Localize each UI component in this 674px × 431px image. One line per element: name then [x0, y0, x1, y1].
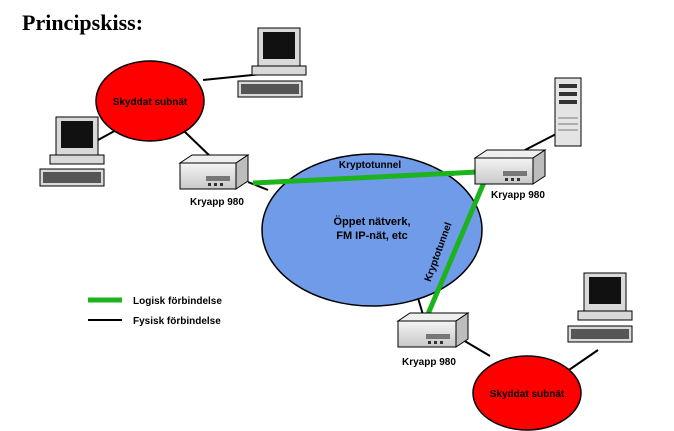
desktop-computer-icon	[567, 272, 633, 343]
bottom-protected-subnet-label: Skyddat subnät	[490, 389, 565, 400]
server-tower-icon	[554, 77, 582, 147]
legend: Logisk förbindelse Fysisk förbindelse	[88, 296, 222, 327]
open-network-label-line2: FM IP-nät, etc	[336, 230, 408, 242]
crypto-tunnel-horizontal-label: Kryptotunnel	[339, 160, 401, 171]
diagram-title: Principskiss:	[22, 10, 143, 35]
desktop-computer-icon	[39, 116, 105, 187]
top-protected-subnet-label: Skyddat subnät	[113, 97, 188, 108]
crypto-tunnel-horizontal	[252, 169, 479, 186]
kryapp-right-label: Kryapp 980	[491, 190, 545, 201]
link-bottom-subnet-to-pc	[565, 349, 599, 373]
open-network-ellipse	[261, 153, 483, 307]
crypto-tunnel-diagonal	[425, 179, 488, 315]
kryapp-left-label: Kryapp 980	[190, 197, 244, 208]
desktop-computer-icon	[237, 27, 307, 98]
bottom-protected-subnet	[472, 355, 582, 431]
kryapp-device-icon	[396, 312, 470, 348]
legend-physical-label: Fysisk förbindelse	[133, 316, 221, 327]
open-network-label-line1: Öppet nätverk,	[333, 215, 410, 228]
link-bottom-kryapp-to-subnet	[462, 339, 491, 357]
top-protected-subnet	[95, 60, 205, 142]
kryapp-device-icon	[178, 154, 250, 190]
link-left-kryapp-to-network	[247, 181, 269, 191]
legend-logical-label: Logisk förbindelse	[133, 296, 222, 307]
kryapp-device-icon	[473, 149, 547, 185]
link-right-kryapp-to-server	[524, 131, 561, 151]
kryapp-bottom-label: Kryapp 980	[402, 357, 456, 368]
link-top-subnet-to-left-kryapp	[184, 131, 213, 159]
